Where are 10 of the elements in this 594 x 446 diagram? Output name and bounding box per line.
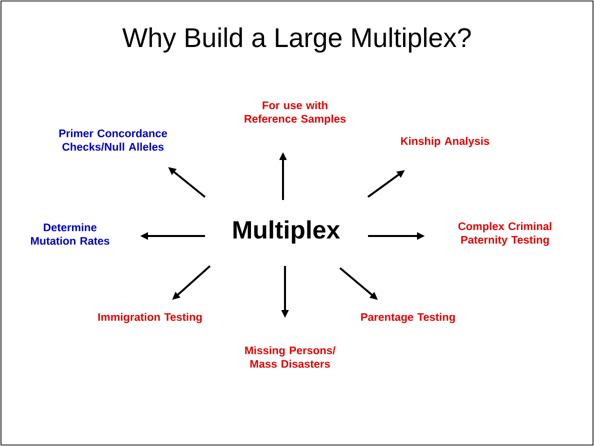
topic-label: Complex Criminal Paternity Testing: [458, 222, 552, 246]
center-label: Multiplex: [234, 220, 340, 244]
title: Why Build a Large Multiplex?: [122, 27, 471, 53]
topic-label: For use with Reference Samples: [244, 101, 346, 125]
topic-label: Parentage Testing: [361, 312, 455, 324]
topic-label: Primer Concordance Checks/Null Alleles: [59, 129, 168, 151]
topic-label: Immigration Testing: [98, 312, 202, 324]
topic-label: Missing Persons/ Mass Disasters: [245, 346, 336, 368]
topic-label: Determine Mutation Rates: [31, 223, 110, 245]
topic-label: Kinship Analysis: [401, 136, 490, 148]
